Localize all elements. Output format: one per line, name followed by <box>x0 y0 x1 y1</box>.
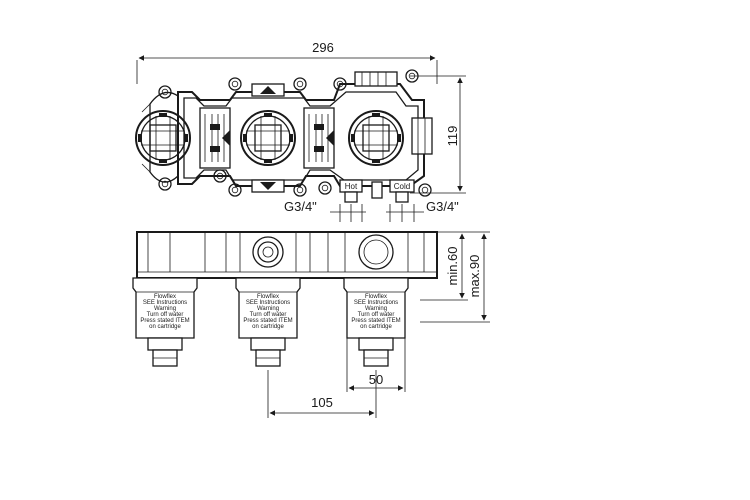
thread-left-label: G3/4" <box>284 199 317 214</box>
outlet-port-middle <box>252 236 284 268</box>
dimension-max-label: max.90 <box>467 255 482 298</box>
svg-text:Flowflex: Flowflex <box>257 294 279 300</box>
mount-hole <box>158 177 172 191</box>
svg-text:Turn off water: Turn off water <box>358 312 395 318</box>
svg-text:Flowflex: Flowflex <box>154 294 176 300</box>
svg-text:Turn off water: Turn off water <box>250 312 287 318</box>
dimension-width-label: 296 <box>312 40 334 55</box>
interconnect-left <box>199 107 231 169</box>
manifold-body-outline <box>177 83 425 187</box>
valve-front-left <box>135 110 191 166</box>
cartridge-left: Flowflex SEE Instructions Warning Turn o… <box>132 277 198 367</box>
mount-hole <box>228 77 242 91</box>
mount-hole <box>418 183 432 197</box>
top-boss-right <box>354 71 398 87</box>
interconnect-right <box>303 107 335 169</box>
svg-text:Warning: Warning <box>154 306 176 312</box>
cartridge-right: Flowflex SEE Instructions Warning Turn o… <box>343 277 409 367</box>
svg-text:Warning: Warning <box>365 306 387 312</box>
side-boss-right <box>411 117 433 155</box>
thread-right-label: G3/4" <box>426 199 459 214</box>
svg-text:on cartridge: on cartridge <box>360 324 392 330</box>
side-view: Flowflex SEE Instructions Warning Turn o… <box>132 231 490 418</box>
svg-text:Warning: Warning <box>257 306 279 312</box>
dimension-min-label: min.60 <box>445 246 460 285</box>
outlet-port-right <box>358 234 394 270</box>
mount-hole <box>318 181 332 195</box>
cartridge-middle: Flowflex SEE Instructions Warning Turn o… <box>235 277 301 367</box>
mount-hole <box>293 77 307 91</box>
svg-text:Press stated ITEM: Press stated ITEM <box>243 318 292 324</box>
port-hot-label: Hot <box>345 182 358 191</box>
svg-text:Press stated ITEM: Press stated ITEM <box>351 318 400 324</box>
valve-front-middle <box>240 110 296 166</box>
valve-front-right <box>348 110 404 166</box>
port-cold-label: Cold <box>394 182 410 191</box>
top-view: 296 119 <box>135 40 466 222</box>
svg-text:SEE Instructions: SEE Instructions <box>143 300 187 306</box>
svg-text:SEE Instructions: SEE Instructions <box>246 300 290 306</box>
dimension-105-label: 105 <box>311 395 333 410</box>
svg-text:on cartridge: on cartridge <box>149 324 181 330</box>
svg-text:on cartridge: on cartridge <box>252 324 284 330</box>
svg-text:SEE Instructions: SEE Instructions <box>354 300 398 306</box>
manifold-side-body <box>136 231 438 279</box>
svg-text:Turn off water: Turn off water <box>147 312 184 318</box>
svg-text:Press stated ITEM: Press stated ITEM <box>140 318 189 324</box>
svg-text:Flowflex: Flowflex <box>365 294 387 300</box>
dimension-height-label: 119 <box>445 126 460 147</box>
